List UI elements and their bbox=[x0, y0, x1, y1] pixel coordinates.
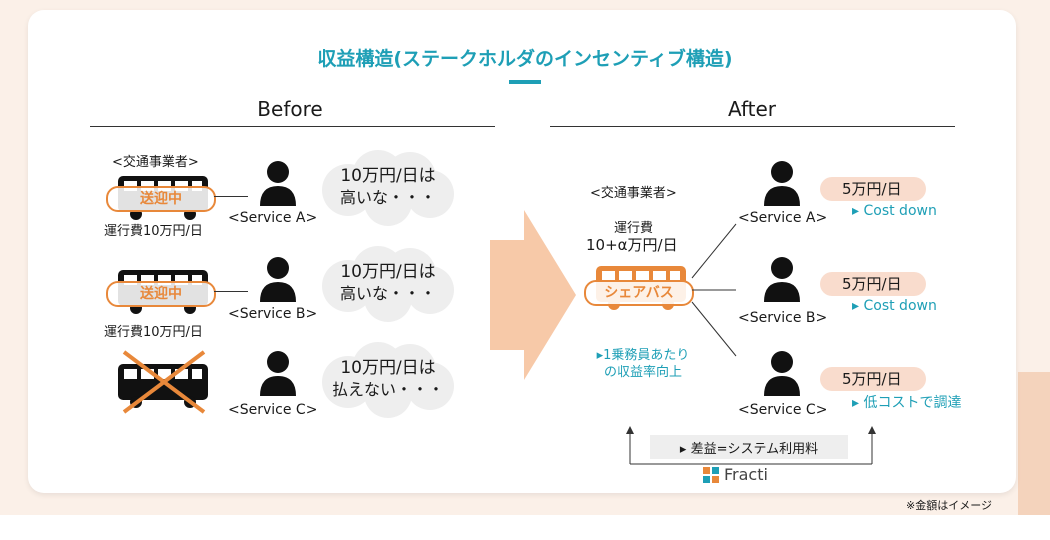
after-service-a-label: <Service A> bbox=[738, 210, 828, 226]
margin-label: ▸ 差益=システム利用料 bbox=[679, 442, 819, 457]
after-note-c: ▸ 低コストで調達 bbox=[852, 395, 962, 411]
after-service-b-label: <Service B> bbox=[738, 310, 828, 326]
after-cost-title: 運行費 bbox=[614, 221, 654, 236]
slide-title: 収益構造(ステークホルダのインセンティブ構造) bbox=[317, 48, 733, 70]
margin-box bbox=[650, 435, 848, 459]
after-divider bbox=[550, 126, 955, 127]
speech-text-b: 10万円/日は高いな・・・ bbox=[339, 262, 436, 303]
share-bus-tag: シェアバス bbox=[584, 280, 694, 306]
transition-arrow bbox=[490, 210, 576, 380]
speech-cloud-c bbox=[322, 342, 454, 418]
person-icon-after-c bbox=[764, 351, 800, 396]
margin-bracket bbox=[626, 426, 876, 465]
title-underline bbox=[509, 80, 541, 84]
before-cost-label-1: 運行費10万円/日 bbox=[104, 224, 203, 239]
after-price-c: 5万円/日 bbox=[820, 367, 926, 391]
before-divider bbox=[90, 126, 495, 127]
person-icon-before-b bbox=[260, 257, 296, 302]
background-accent-strip bbox=[1018, 372, 1050, 515]
speech-text-a: 10万円/日は高いな・・・ bbox=[339, 166, 436, 207]
fracti-logo-icon bbox=[703, 467, 719, 483]
after-price-a: 5万円/日 bbox=[820, 177, 926, 201]
cancelled-bus-icon bbox=[118, 350, 208, 414]
before-cost-label-2: 運行費10万円/日 bbox=[104, 325, 203, 340]
before-connector-1 bbox=[214, 196, 248, 197]
after-note-a: ▸ Cost down bbox=[852, 203, 937, 219]
person-icon-after-b bbox=[764, 257, 800, 302]
after-benefit: ▸1乗務員あたりの収益率向上 bbox=[596, 348, 690, 380]
speech-cloud-a bbox=[322, 150, 454, 226]
after-service-c-label: <Service C> bbox=[738, 402, 828, 418]
speech-text-c: 10万円/日は払えない・・・ bbox=[331, 358, 444, 399]
after-cost-value: 10+α万円/日 bbox=[586, 236, 678, 254]
after-operator-label: <交通事業者> bbox=[590, 186, 677, 201]
before-service-b-label: <Service B> bbox=[228, 306, 318, 322]
fan-connectors bbox=[691, 223, 737, 357]
before-connector-2 bbox=[214, 291, 248, 292]
after-price-b: 5万円/日 bbox=[820, 272, 926, 296]
before-service-a-label: <Service A> bbox=[228, 210, 318, 226]
before-operator-label: <交通事業者> bbox=[112, 155, 199, 170]
before-heading: Before bbox=[257, 97, 323, 121]
speech-cloud-b bbox=[322, 246, 454, 322]
after-note-b: ▸ Cost down bbox=[852, 298, 937, 314]
person-icon-after-a bbox=[764, 161, 800, 206]
fracti-brand: Fracti bbox=[724, 465, 768, 484]
footnote: ※金額はイメージ bbox=[906, 499, 992, 512]
after-heading: After bbox=[727, 97, 777, 121]
person-icon-before-a bbox=[260, 161, 296, 206]
before-service-c-label: <Service C> bbox=[228, 402, 318, 418]
before-bus-tag-2: 送迎中 bbox=[106, 281, 216, 307]
before-bus-tag-1: 送迎中 bbox=[106, 186, 216, 212]
person-icon-before-c bbox=[260, 351, 296, 396]
